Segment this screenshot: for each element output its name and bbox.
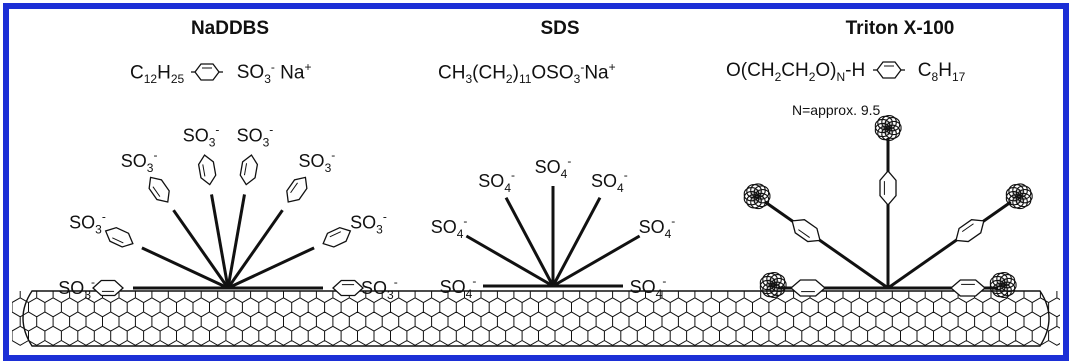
headgroup-label: SO4- [630, 274, 667, 301]
formula-triton-2-sub: 2 [808, 69, 816, 84]
hexagon-lattice [12, 291, 1060, 346]
headgroup-label: SO3- [350, 209, 387, 236]
title-naddbs: NaDDBS [190, 18, 270, 39]
benzene-ring-icon [191, 63, 224, 81]
formula-sds-4-sub: 3 [573, 72, 581, 87]
formula-sds-3-sub: 11 [518, 72, 532, 87]
peo-coil-icon [743, 183, 771, 210]
benzene-ring-icon [197, 154, 217, 186]
formula-sds-4-sup: - [580, 60, 585, 74]
headgroup-label: SO3- [237, 122, 274, 149]
title-triton: Triton X-100 [845, 18, 955, 39]
peo-coil-icon [874, 115, 902, 141]
benzene-ring-icon [239, 154, 259, 186]
benzene-ring-icon [950, 279, 986, 297]
formula-triton-5-sub: 8 [931, 69, 939, 84]
formula-triton-6-sub: 17 [951, 69, 966, 84]
headgroup-label: SO3- [58, 275, 95, 302]
formula-naddbs-so: SO [236, 62, 265, 84]
formula-naddbs-c: C [130, 62, 144, 84]
formula-sds-1-sub: 3 [465, 72, 473, 87]
formula-triton-2: CH [781, 60, 809, 81]
formula-triton-6: H [938, 60, 952, 81]
headgroup-label: SO4- [535, 154, 572, 181]
formula-naddbs-so-sub: 3 [264, 72, 271, 87]
headgroup-label: SO3- [299, 148, 336, 175]
formula-naddbs-c-sub: 12 [143, 72, 158, 87]
formula-sds-5-sup: + [608, 60, 616, 74]
headgroup-label: SO4- [639, 214, 676, 241]
formula-sds-3: ) [512, 62, 519, 84]
benzene-ring-icon [104, 226, 134, 248]
headgroup-label: SO3- [361, 275, 398, 302]
formula-naddbs-so-sup: - [270, 60, 275, 74]
headgroup-label: SO4- [591, 168, 628, 195]
formula-triton-5: C [917, 60, 932, 81]
benzene-ring-icon [332, 279, 364, 297]
benzene-ring-icon [790, 279, 826, 297]
formula-sds-5: Na [584, 62, 609, 84]
title-sds: SDS [540, 18, 580, 39]
formula-naddbs-h: H [157, 62, 171, 84]
benzene-ring-icon [322, 226, 352, 248]
peo-coil-icon [1005, 183, 1033, 210]
benzene-ring-icon [879, 170, 897, 206]
headgroup-label: SO3- [69, 209, 106, 236]
benzene-ring-icon [955, 219, 985, 243]
headgroup-label: SO4- [478, 168, 515, 195]
benzene-ring-icon [872, 61, 905, 79]
headgroup-label: SO3- [183, 122, 220, 149]
formula-triton-3: O) [815, 60, 837, 81]
benzene-ring-icon [92, 279, 124, 297]
benzene-ring-icon [791, 219, 821, 243]
formula-triton-4: -H [845, 60, 866, 81]
peo-coil-icon [989, 272, 1017, 298]
formula-naddbs-h-sub: 25 [170, 72, 185, 87]
formula-sds-4: OSO [531, 62, 574, 84]
triton-note: N=approx. 9.5 [792, 102, 881, 118]
formula-triton-1: O(CH [726, 60, 775, 81]
formula-triton: O(CH2CH2O)N-H C8H17 [726, 60, 965, 84]
formula-naddbs: C12H25 SO3- Na+ [130, 60, 311, 86]
figure-border [3, 3, 1069, 361]
formula-triton-1-sub: 2 [774, 69, 782, 84]
benzene-ring-icon [286, 176, 308, 203]
formula-sds-1: CH [438, 62, 466, 84]
triton-adsorption [743, 115, 1033, 298]
sds-adsorption: SO4- SO4- SO4- SO4- SO4- SO4- SO4- [431, 154, 676, 301]
formula-naddbs-na-sup: + [304, 60, 312, 74]
formula-triton-3-sub: N [836, 69, 846, 84]
carbon-nanotube-lattice [12, 291, 1060, 346]
nanotube-outline [22, 290, 1050, 347]
formula-sds-2-sub: 2 [505, 72, 513, 87]
peo-coil-icon [759, 272, 787, 298]
headgroup-label: SO4- [440, 274, 477, 301]
naddbs-adsorption: SO3- SO3- SO3- SO3- SO3- SO3- SO3- SO3- [58, 122, 397, 302]
formula-sds: CH3(CH2)11OSO3-Na+ [438, 60, 616, 86]
headgroup-label: SO4- [431, 214, 468, 241]
formula-naddbs-na: Na [274, 62, 305, 84]
benzene-ring-icon [148, 176, 170, 203]
headgroup-label: SO3- [121, 148, 158, 175]
formula-sds-2: (CH [472, 62, 506, 84]
